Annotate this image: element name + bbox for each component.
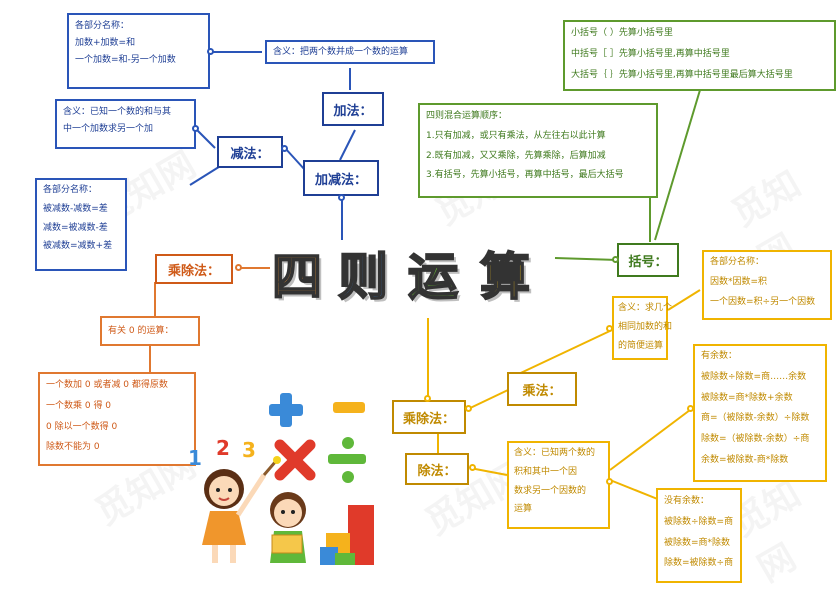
connector-dot <box>469 464 476 471</box>
brackets-node: 括号： <box>617 243 679 277</box>
number-two: 2 <box>216 436 230 460</box>
times-icon <box>274 439 316 481</box>
addition-meaning: 含义：把两个数并成一个数的运算 <box>273 47 409 57</box>
connector-dot <box>338 194 345 201</box>
multiplication-meaning-line: 相同加数的和 <box>618 321 673 332</box>
number-one: 1 <box>188 446 202 470</box>
bracket-kind-line: 中括号［ ］先算小括号里,再算中括号里 <box>571 48 730 59</box>
connector-dot <box>606 325 613 332</box>
remainder-line: 被除数÷除数=商……余数 <box>701 371 807 382</box>
multiplication-parts-title: 各部分名称： <box>710 257 765 267</box>
zero-sub-node: 有关 0 的运算： <box>100 316 200 346</box>
boy-figure <box>270 492 306 563</box>
kids-math-illustration: 1 2 3 <box>188 393 374 565</box>
division-node: 除法： <box>405 453 469 485</box>
no-remainder-line: 除数=被除数÷商 <box>664 558 734 569</box>
remainder-line: 商=（被除数-余数）÷除数 <box>701 413 810 424</box>
bracket-kind-line: 小括号（ ）先算小括号里 <box>571 28 673 38</box>
division-meaning-box: 含义：已知两个数的 积和其中一个因 数求另一个因数的 运算 <box>507 441 610 529</box>
connector-dot <box>192 125 199 132</box>
multiplication-meaning-box: 含义：求几个 相同加数的和 的简便运算 <box>612 296 673 360</box>
subtraction-meaning-box: 含义：已知一个数的和与其 中一个加数求另一个加 <box>55 99 196 149</box>
addition-parts-line: 加数+加数=和 <box>75 37 136 48</box>
remainder-line: 被除数=商*除数+余数 <box>701 392 793 403</box>
subtraction-parts-title: 各部分名称： <box>43 185 98 195</box>
number-three: 3 <box>242 438 256 462</box>
connector-dot <box>424 395 431 402</box>
multiplication-parts-line: 一个因数=积÷另一个因数 <box>710 296 816 307</box>
connector-dot <box>281 145 288 152</box>
remainder-line: 余数=被除数-商*除数 <box>701 454 789 465</box>
division-meaning-line: 运算 <box>514 504 533 515</box>
subtraction-node: 减法： <box>217 136 283 168</box>
addition-parts-title: 各部分名称： <box>75 21 130 31</box>
add-sub-node: 加减法： <box>303 160 379 196</box>
bracket-kinds-box: 小括号（ ）先算小括号里 中括号［ ］先算小括号里,再算中括号里 大括号｛ ｝先… <box>563 20 836 91</box>
zero-rule-line: 0 除以一个数得 0 <box>46 421 118 432</box>
subtraction-parts-line: 被减数=减数+差 <box>43 241 113 252</box>
division-no-remainder-box: 没有余数： 被除数÷除数=商 被除数=商*除数 除数=被除数÷商 <box>656 488 742 583</box>
zero-rule-line: 除数不能为 0 <box>46 442 100 453</box>
division-meaning-line: 含义：已知两个数的 <box>514 448 596 458</box>
girl-figure <box>202 456 281 563</box>
zero-rules-box: 一个数加 0 或者减 0 都得原数 一个数乘 0 得 0 0 除以一个数得 0 … <box>38 372 196 466</box>
zero-branch-node: 乘除法： <box>155 254 233 284</box>
multiplication-parts-box: 各部分名称： 因数*因数=积 一个因数=积÷另一个因数 <box>702 250 832 320</box>
order-rules-box: 四则混合运算顺序： 1.只有加减，或只有乘法，从左往右以此计算 2.既有加减，又… <box>418 103 658 198</box>
division-meaning-line: 积和其中一个因 <box>514 466 578 477</box>
title-char: 则 <box>337 247 389 307</box>
multiplication-node: 乘法： <box>507 372 577 406</box>
order-rule-line: 1.只有加减，或只有乘法，从左往右以此计算 <box>426 130 606 141</box>
title-char: 运 <box>407 247 459 307</box>
title-char: 四 <box>271 247 323 307</box>
subtraction-parts-box: 各部分名称： 被减数-减数=差 减数=被减数-差 被减数=减数+差 <box>35 178 127 271</box>
order-rules-title: 四则混合运算顺序： <box>426 111 508 121</box>
subtraction-parts-line: 被减数-减数=差 <box>43 203 108 214</box>
remainder-title: 有余数： <box>701 351 738 361</box>
connector-dot <box>606 478 613 485</box>
remainder-line: 除数=（被除数-余数）÷商 <box>701 434 810 445</box>
multiplication-parts-line: 因数*因数=积 <box>710 276 768 287</box>
connector-dot <box>235 264 242 271</box>
addition-node: 加法： <box>322 92 384 126</box>
addition-meaning-box: 含义：把两个数并成一个数的运算 <box>265 40 435 64</box>
connector-dot <box>465 405 472 412</box>
multiplication-meaning-line: 的简便运算 <box>618 340 664 351</box>
connector-dot <box>207 48 214 55</box>
blocks-icon <box>320 505 374 565</box>
order-rule-line: 3.有括号，先算小括号，再算中括号，最后大括号 <box>426 170 624 181</box>
division-remainder-box: 有余数： 被除数÷除数=商……余数 被除数=商*除数+余数 商=（被除数-余数）… <box>693 344 827 482</box>
divide-icon <box>328 437 366 483</box>
multiplication-meaning-line: 含义：求几个 <box>618 303 673 313</box>
no-remainder-title: 没有余数： <box>664 496 710 506</box>
title-char: 算 <box>479 247 531 307</box>
division-meaning-line: 数求另一个因数的 <box>514 485 587 496</box>
bracket-kind-line: 大括号｛ ｝先算小括号里,再算中括号里最后算大括号里 <box>571 69 793 80</box>
addition-parts-line: 一个加数=和-另一个加数 <box>75 54 176 65</box>
mul-div-node: 乘除法： <box>392 400 466 434</box>
order-rule-line: 2.既有加减，又又乘除，先算乘除，后算加减 <box>426 150 606 161</box>
subtraction-parts-line: 减数=被减数-差 <box>43 222 108 233</box>
subtraction-meaning-line: 含义：已知一个数的和与其 <box>63 107 172 117</box>
no-remainder-line: 被除数÷除数=商 <box>664 516 734 527</box>
zero-rule-line: 一个数加 0 或者减 0 都得原数 <box>46 380 168 390</box>
connector-dot <box>687 405 694 412</box>
no-remainder-line: 被除数=商*除数 <box>664 537 731 548</box>
zero-rule-line: 一个数乘 0 得 0 <box>46 400 112 411</box>
subtraction-meaning-line: 中一个加数求另一个加 <box>63 123 154 134</box>
minus-icon <box>333 402 365 413</box>
addition-parts-box: 各部分名称： 加数+加数=和 一个加数=和-另一个加数 <box>67 13 210 89</box>
plus-icon <box>269 393 303 427</box>
connector-dot <box>612 256 619 263</box>
zero-sub-label: 有关 0 的运算： <box>108 326 174 336</box>
